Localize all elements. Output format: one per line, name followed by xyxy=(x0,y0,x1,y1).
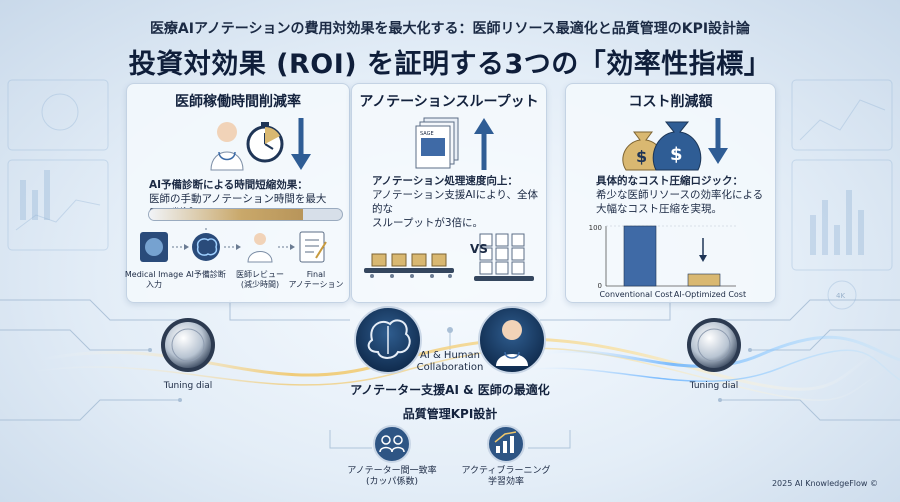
left-dial-label: Tuning dial xyxy=(163,381,213,391)
kpi-label-inter-annotator: アノテーター間一致率 (カッパ係数) xyxy=(337,466,447,488)
cost-bar-chart: 100 0 xyxy=(588,222,738,300)
y-tick-label-bottom: 0 xyxy=(598,282,602,290)
card-cost-reduction: コスト削減額 $ $ 具体的なコスト圧縮ロジック： 希少な医師リソースの効率化に… xyxy=(565,83,776,303)
flow-label-ai-diagnosis: AI予備診断 xyxy=(186,270,226,279)
hub-label-line1: AI & Human xyxy=(419,350,480,361)
doctor-time-heading: AI予備診断による時間短縮効果： xyxy=(149,179,308,191)
left-tuning-dial-icon xyxy=(161,318,215,372)
cost-heading: 具体的なコスト圧縮ロジック： xyxy=(596,175,743,187)
bar-ai-optimized-cost xyxy=(687,273,721,287)
svg-text:$: $ xyxy=(636,147,647,166)
medical-image-icon xyxy=(140,232,168,262)
document-stack-arrow-icon: SAGE xyxy=(415,117,494,170)
hub-caption: アノテーター支援AI & 医師の最適化 xyxy=(350,383,550,397)
cost-description-2: 大幅なコスト圧縮を実現。 xyxy=(596,203,722,215)
money-bags-arrow-icon: $ $ xyxy=(622,118,728,171)
card-throughput-text: アノテーション処理速度向上： アノテーション支援AIにより、全体的な スループッ… xyxy=(372,174,544,230)
doctor-stopwatch-icon xyxy=(210,118,311,171)
y-tick-label-top: 100 xyxy=(589,224,602,232)
learning-efficiency-icon xyxy=(487,425,525,463)
kpi-inter-annotator-line1: アノテーター間一致率 xyxy=(347,466,437,476)
kpi-inter-annotator-line2: (カッパ係数) xyxy=(365,477,419,487)
card-cost-title: コスト削減額 xyxy=(628,94,713,110)
right-tuning-dial-icon xyxy=(687,318,741,372)
time-reduction-progress-bar xyxy=(148,208,343,221)
throughput-heading: アノテーション処理速度向上： xyxy=(372,175,518,187)
hub-label-line2: Collaboration xyxy=(416,362,484,373)
reduction-arrow-icon xyxy=(699,238,707,262)
cost-bar-chart-svg: 100 0 xyxy=(589,224,736,290)
svg-text:$: $ xyxy=(670,144,683,165)
annotation-flow xyxy=(140,228,327,263)
cost-description-1: 希少な医師リソースの効率化による xyxy=(596,189,764,201)
kpi-active-learning-line2: 学習効率 xyxy=(487,477,524,487)
copyright-text: 2025 AI KnowledgeFlow © xyxy=(771,479,878,488)
card-cost-text: 具体的なコスト圧縮ロジック： 希少な医師リソースの効率化による 大幅なコスト圧縮… xyxy=(596,174,772,216)
card-throughput-title: アノテーションスループット xyxy=(359,94,539,110)
doctor-review-icon xyxy=(247,233,273,263)
final-document-icon xyxy=(299,231,327,263)
card-doctor-time-reduction: 医師稼働時間削減率 AI予備診断による時間短縮効果： 医師の手動アノテーション時… xyxy=(126,83,350,303)
category-label-ai-optimized: AI-Optimized Cost xyxy=(673,290,747,299)
bar-conventional-cost xyxy=(623,225,657,287)
card-annotation-throughput: アノテーションスループット SAGE アノテーション処理速度向上： アノテーショ… xyxy=(351,83,547,303)
card-doctor-time-title: 医師稼働時間削減率 xyxy=(175,94,301,110)
hub-label: AI & Human Collaboration xyxy=(400,350,500,374)
page-subtitle: 医療AIアノテーションの費用対効果を最大化する：医師リソース最適化と品質管理のK… xyxy=(149,21,751,37)
category-label-conventional: Conventional Cost xyxy=(599,290,673,299)
throughput-description-2: スループットが3倍に。 xyxy=(372,217,484,229)
sage-doc-label: SAGE xyxy=(420,131,434,137)
kpi-label-active-learning: アクティブラーニング 学習効率 xyxy=(451,466,561,488)
kpi-title: 品質管理KPI設計 xyxy=(402,407,498,421)
page-title: 投資対効果 (ROI) を証明する3つの「効率性指標」 xyxy=(128,49,772,80)
throughput-description-1: アノテーション支援AIにより、全体的な xyxy=(372,189,538,215)
vs-label: VS xyxy=(470,242,488,256)
kpi-active-learning-line1: アクティブラーニング xyxy=(461,466,551,476)
right-dial-label: Tuning dial xyxy=(689,381,739,391)
time-reduction-progress-fill xyxy=(149,209,304,220)
ai-brain-small-icon xyxy=(192,233,220,261)
conveyor-comparison-icon xyxy=(364,233,534,281)
team-agreement-icon xyxy=(373,425,411,463)
deco-4k-badge: 4K xyxy=(836,292,845,300)
flow-label-doctor-review: 医師レビュー(減少時間) xyxy=(236,270,284,289)
